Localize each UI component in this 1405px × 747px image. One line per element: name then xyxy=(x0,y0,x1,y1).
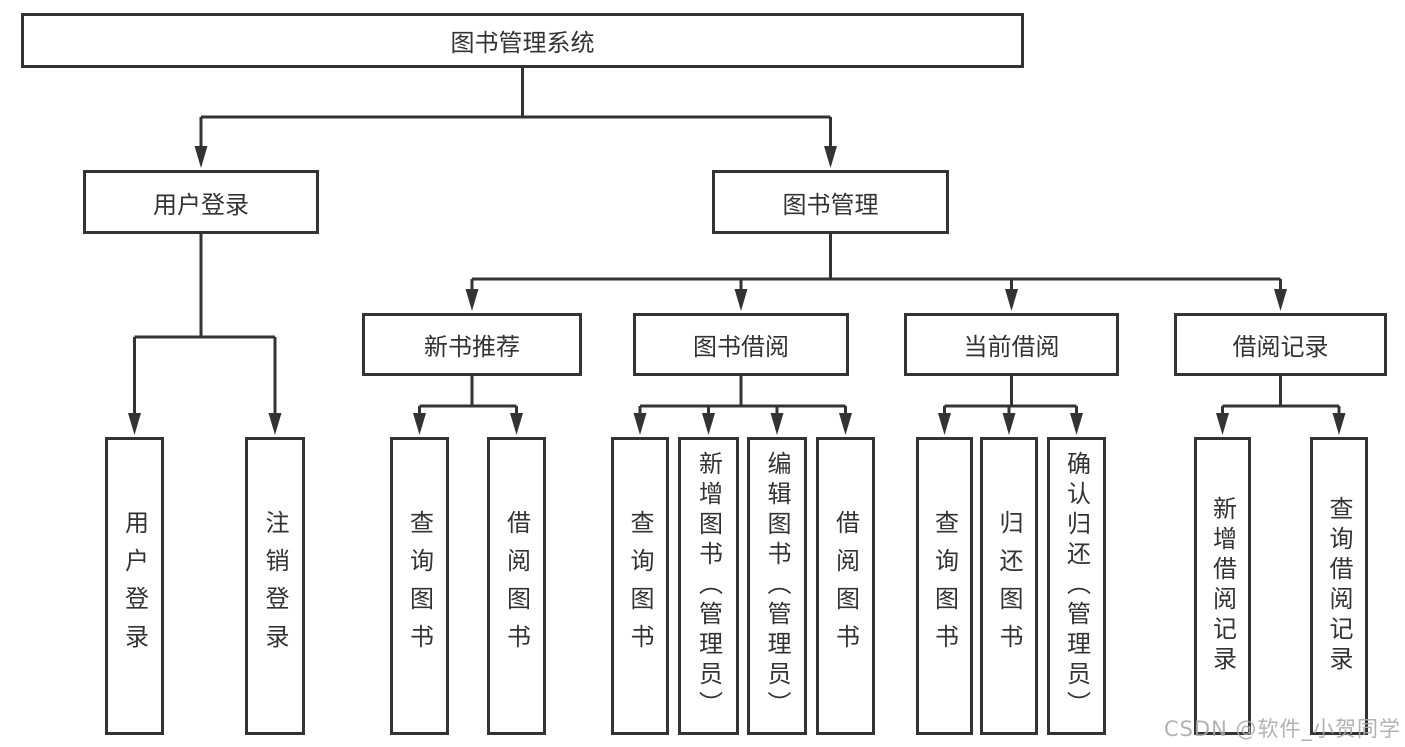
diagram-node-borrow-books-2: 借阅图书 xyxy=(816,437,875,735)
node-label: 新书推荐 xyxy=(424,333,520,361)
diagram-node-root: 图书管理系统 xyxy=(21,13,1024,68)
node-label: 查询图书 xyxy=(930,510,959,662)
node-label: 借阅图书 xyxy=(502,510,531,662)
diagram-node-add-borrow-record: 新增借阅记录 xyxy=(1194,437,1251,735)
diagram-node-add-books: 新增图书（管理员） xyxy=(678,437,739,735)
node-label: 查询图书 xyxy=(626,510,654,662)
diagram-node-new-book-recommend: 新书推荐 xyxy=(362,313,582,376)
node-label: 用户登录 xyxy=(153,190,249,219)
diagram-node-user-login: 用户登录 xyxy=(83,170,319,234)
node-label: 编辑图书（管理员） xyxy=(763,451,791,721)
arrowhead-icon xyxy=(770,413,784,435)
arrowhead-icon xyxy=(1070,413,1083,435)
node-label: 新增图书（管理员） xyxy=(694,451,723,721)
node-label: 注销登录 xyxy=(261,510,289,662)
arrowhead-icon xyxy=(1332,413,1346,435)
diagram-node-current-borrowing: 当前借阅 xyxy=(904,313,1119,376)
diagram-node-return-books: 归还图书 xyxy=(980,437,1038,735)
arrowhead-icon xyxy=(633,413,647,435)
diagram-node-query-books-3: 查询图书 xyxy=(916,437,973,735)
diagram-node-query-books-2: 查询图书 xyxy=(611,437,669,735)
diagram-node-borrow-books-1: 借阅图书 xyxy=(487,437,546,735)
diagram-node-book-borrowing: 图书借阅 xyxy=(633,313,849,376)
arrowhead-icon xyxy=(1216,413,1229,435)
diagram-node-borrowing-records: 借阅记录 xyxy=(1174,313,1387,376)
arrowhead-icon xyxy=(510,413,523,435)
node-label: 用户登录 xyxy=(120,510,149,662)
arrowhead-icon xyxy=(1274,289,1287,311)
diagram-node-book-management: 图书管理 xyxy=(712,170,949,234)
node-label: 图书管理系统 xyxy=(450,29,595,57)
watermark: CSDN @软件_小贺同学 xyxy=(1163,717,1401,741)
node-label: 借阅记录 xyxy=(1232,333,1329,361)
arrowhead-icon xyxy=(1005,289,1018,311)
arrowhead-icon xyxy=(194,146,208,168)
diagram-node-logout: 注销登录 xyxy=(245,437,305,735)
diagram-node-user-login-leaf: 用户登录 xyxy=(105,437,164,735)
diagram-node-query-borrow-record: 查询借阅记录 xyxy=(1310,437,1368,735)
arrowhead-icon xyxy=(734,289,748,311)
node-label: 图书借阅 xyxy=(693,333,789,361)
arrowhead-icon xyxy=(1002,413,1016,435)
node-label: 归还图书 xyxy=(995,510,1023,662)
node-label: 图书管理 xyxy=(782,190,879,219)
node-label: 确认归还（管理员） xyxy=(1062,451,1091,721)
arrowhead-icon xyxy=(413,413,426,435)
node-label: 借阅图书 xyxy=(831,510,860,662)
diagram-node-query-books-1: 查询图书 xyxy=(390,437,449,735)
arrowhead-icon xyxy=(938,413,951,435)
node-label: 新增借阅记录 xyxy=(1208,496,1237,676)
arrowhead-icon xyxy=(702,413,715,435)
node-label: 查询图书 xyxy=(405,510,434,662)
arrowhead-icon xyxy=(465,289,479,311)
node-label: 查询借阅记录 xyxy=(1325,496,1353,676)
arrowhead-icon xyxy=(268,413,282,435)
arrowhead-icon xyxy=(128,413,141,435)
arrowhead-icon xyxy=(839,413,852,435)
diagram-node-confirm-return: 确认归还（管理员） xyxy=(1047,437,1106,735)
diagram-node-edit-books: 编辑图书（管理员） xyxy=(747,437,807,735)
node-label: 当前借阅 xyxy=(963,333,1060,361)
arrowhead-icon xyxy=(824,146,837,168)
